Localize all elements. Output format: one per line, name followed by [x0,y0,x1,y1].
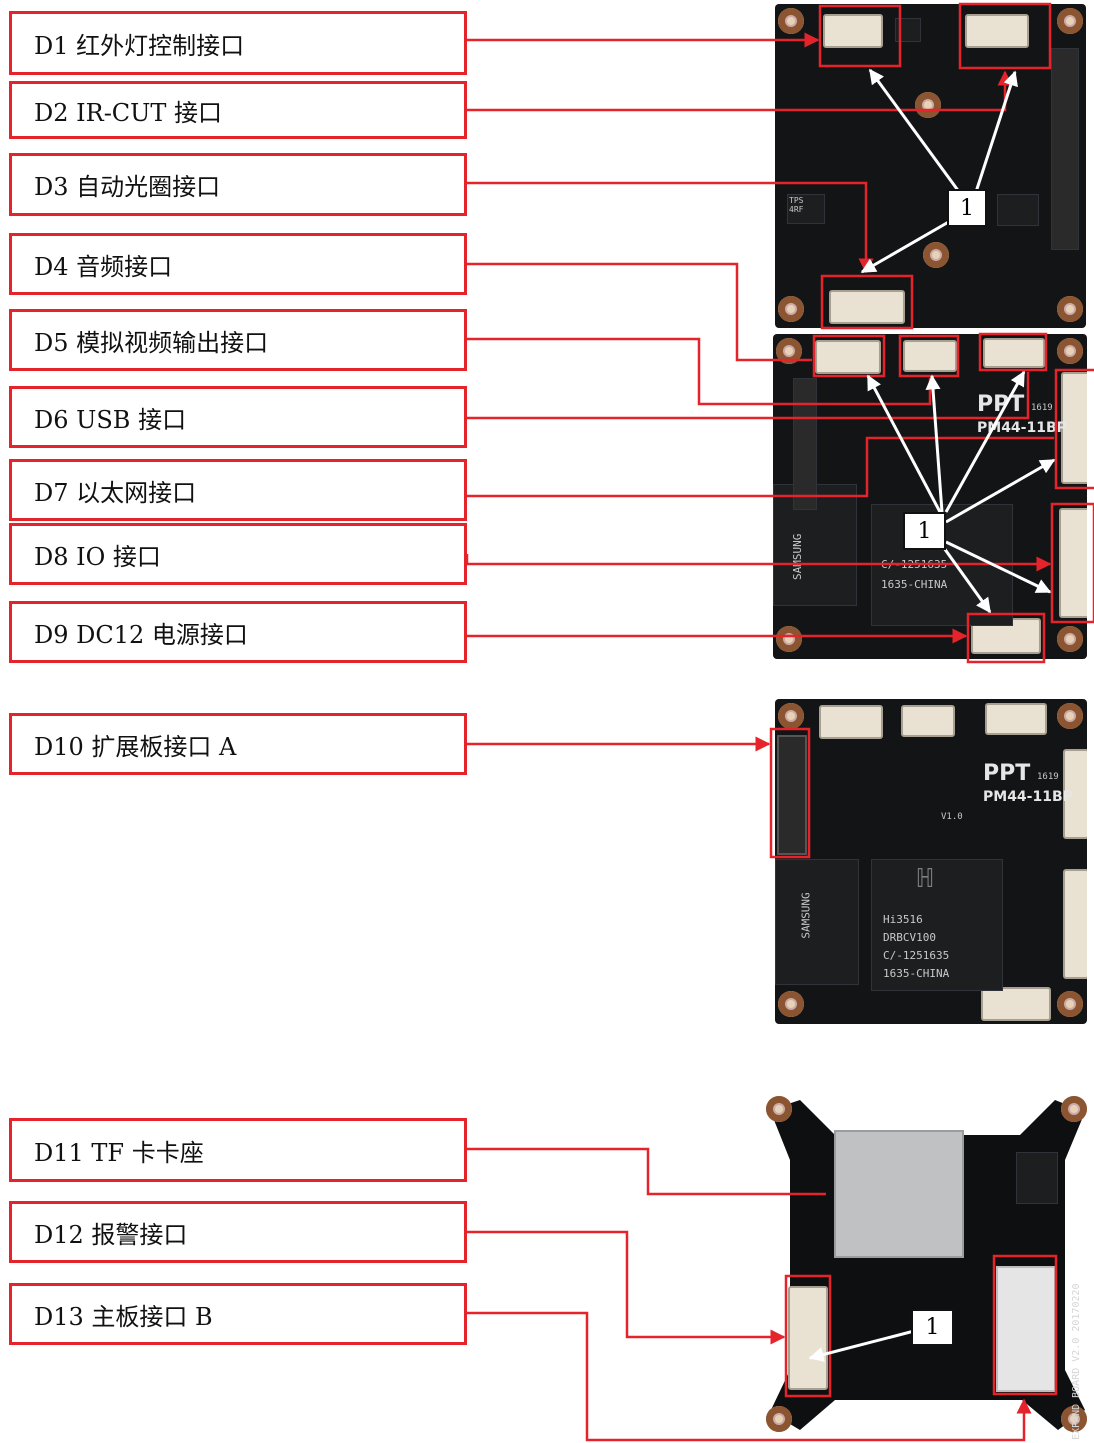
video-out-connector [901,705,955,737]
usb-connector [983,338,1045,368]
ethernet-chip-model: PM44-11BP [983,789,1073,805]
ethernet-chip-brand: PPT [983,761,1031,786]
ethernet-chip-code: 1619 [1031,403,1053,413]
io-connector [1063,869,1087,979]
expansion-board-photo: EXPAND BOARD V2.0 20170220 [760,1090,1094,1440]
label-d12-alarm: D12 报警接口 [9,1201,467,1263]
mounting-hole-icon [1057,626,1083,652]
mounting-hole-icon [1061,1096,1087,1122]
label-d13-mainboard-b: D13 主板接口 B [9,1283,467,1345]
label-d8-io: D8 IO 接口 [9,523,467,585]
mounting-hole-icon [915,92,941,118]
label-d10-expansion-a: D10 扩展板接口 A [9,713,467,775]
alarm-connector [788,1286,828,1390]
soc-chip-marking-line: 1635-CHINA [881,578,948,591]
ethernet-chip-code: 1619 [1037,772,1059,782]
power-connector [981,987,1051,1021]
mounting-hole-icon [1057,338,1083,364]
soc-chip [871,859,1003,991]
soc-logo-icon: ℍ [917,864,933,894]
label-d5-analog-video: D5 模拟视频输出接口 [9,309,467,371]
ram-chip-marking: SAMSUNG [791,533,804,580]
mounting-hole-icon [778,296,804,322]
callout-number: 1 [911,1309,954,1346]
label-d2-ir-cut: D2 IR-CUT 接口 [9,81,467,139]
label-d7-ethernet: D7 以太网接口 [9,459,467,521]
tf-card-socket [834,1130,964,1258]
mainboard-b-fpc-socket [996,1266,1056,1392]
main-board-photo: PPT 1619 PM44-11BP SAMSUNG C/-1251635 16… [773,334,1087,659]
mounting-hole-icon [1057,296,1083,322]
main-board-expansion-photo: PPT 1619 PM44-11BP V1.0 SAMSUNG ℍ Hi3516… [775,699,1087,1024]
small-chip-marking: TPS 4RF [789,196,804,214]
expansion-a-fpc-socket [777,735,807,855]
soc-chip-marking-line: C/-1251635 [881,558,948,571]
iris-connector [829,290,905,324]
mounting-hole-icon [778,991,804,1017]
label-d4-audio: D4 音频接口 [9,233,467,295]
driver-chip [895,18,921,42]
sensor-board-photo: TPS 4RF [775,4,1086,328]
ethernet-chip-brand: PPT [977,392,1025,417]
fpc-socket [793,378,817,510]
mounting-hole-icon [1057,991,1083,1017]
mounting-hole-icon [1057,703,1083,729]
expansion-board-marking: EXPAND BOARD V2.0 20170220 [1071,1283,1082,1440]
mounting-hole-icon [766,1406,792,1432]
ram-chip [775,859,859,985]
label-d11-tf-card: D11 TF 卡卡座 [9,1118,467,1182]
mounting-hole-icon [923,242,949,268]
soc-chip-marking-line: DRBCV100 [883,931,936,944]
ir-cut-connector [965,14,1029,48]
mounting-hole-icon [778,703,804,729]
audio-connector [819,705,883,739]
soc-chip-marking-line: Hi3516 [883,913,923,926]
label-d3-auto-iris: D3 自动光圈接口 [9,153,467,216]
callout-number: 1 [903,512,946,550]
expansion-board-chip [1016,1152,1058,1204]
mounting-hole-icon [766,1096,792,1122]
mounting-hole-icon [1061,1406,1087,1432]
callout-number: 1 [947,189,987,227]
ir-led-connector [823,14,883,48]
audio-connector [815,340,881,374]
label-d1-ir-led-control: D1 红外灯控制接口 [9,11,467,75]
mounting-hole-icon [778,8,804,34]
label-d9-dc12-power: D9 DC12 电源接口 [9,601,467,663]
board-revision: V1.0 [941,812,963,822]
ethernet-chip-model: PM44-11BP [977,420,1067,436]
mounting-hole-icon [1057,8,1083,34]
mounting-hole-icon [776,626,802,652]
ethernet-connector [1063,749,1087,839]
sensor-fpc-socket [1051,48,1079,250]
video-out-connector [903,340,957,372]
leader-d12 [467,1230,786,1345]
mounting-hole-icon [776,338,802,364]
soc-chip-marking-line: C/-1251635 [883,949,950,962]
label-d6-usb: D6 USB 接口 [9,386,467,448]
ram-chip-marking: SAMSUNG [799,892,813,939]
soc-chip-marking-line: 1635-CHINA [883,967,950,980]
io-connector [1059,508,1087,618]
inductor [997,194,1039,226]
usb-connector [985,703,1047,735]
leader-d4 [467,262,812,362]
